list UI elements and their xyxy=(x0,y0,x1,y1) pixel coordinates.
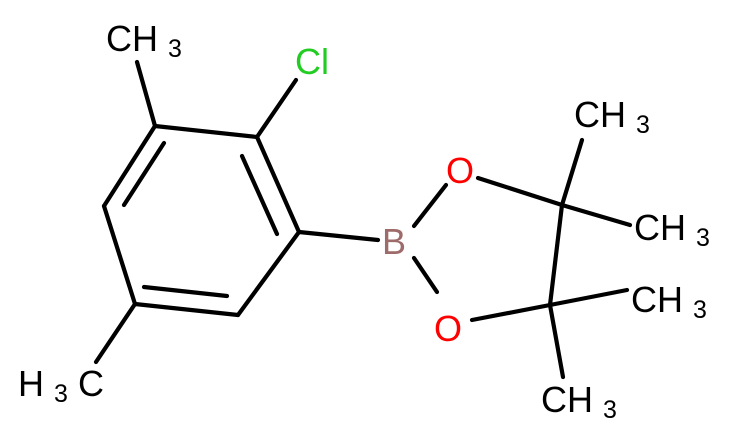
methyl-bottom-left-label: H 3 C xyxy=(18,363,104,410)
methyl-pinacol-2-subscript: 3 xyxy=(696,224,710,252)
bond-c-methyl-top xyxy=(134,59,158,129)
bond-methyl-p2 xyxy=(559,202,633,228)
bond-ring-c5-c6 xyxy=(101,123,158,209)
bond-ring-c2-c3 xyxy=(235,229,302,318)
methyl-pinacol-3-label: CH 3 xyxy=(631,279,707,324)
methyl-bottom-left-c: C xyxy=(78,363,104,404)
bond-ring-c3-c4 xyxy=(132,301,241,318)
bond-c-boron xyxy=(296,229,381,243)
methyl-pinacol-2-label: CH 3 xyxy=(634,207,710,252)
bond-ring-c1-c2-inner xyxy=(239,153,280,237)
bond-methyl-p3 xyxy=(547,287,630,308)
bond-ring-c6-c1 xyxy=(152,123,260,140)
bond-methyl-p1 xyxy=(559,137,585,208)
bond-methyl-p4 xyxy=(547,302,566,380)
methyl-pinacol-4-label: CH 3 xyxy=(541,379,617,424)
methyl-pinacol-3-main: CH xyxy=(631,279,683,320)
bond-ring-c3-c4-inner xyxy=(141,284,230,299)
chlorine-label: Cl xyxy=(295,41,329,82)
boron-label: B xyxy=(382,221,406,262)
bond-o-bottom-c xyxy=(469,302,553,323)
methyl-top-subscript: 3 xyxy=(168,35,182,63)
methyl-pinacol-1-subscript: 3 xyxy=(636,111,650,139)
methyl-bottom-left-h: H xyxy=(18,363,44,404)
bond-c-methyl-bottom xyxy=(93,301,138,365)
bond-c-c-pinacol xyxy=(547,202,565,308)
methyl-pinacol-3-subscript: 3 xyxy=(693,296,707,324)
oxygen-bottom-label: O xyxy=(434,308,462,349)
methyl-top-label: CH 3 xyxy=(106,18,182,63)
bond-ring-c1-c2 xyxy=(254,134,302,235)
oxygen-top-label: O xyxy=(446,150,474,191)
bond-ring-c5-c6-inner xyxy=(121,140,167,208)
methyl-pinacol-4-subscript: 3 xyxy=(603,396,617,424)
methyl-top-main: CH xyxy=(106,18,158,59)
bond-ring-c4-c5 xyxy=(101,203,138,307)
bond-o-top-c xyxy=(475,175,565,208)
bond-b-o-bottom xyxy=(411,255,440,295)
methyl-pinacol-1-label: CH 3 xyxy=(574,94,650,139)
methyl-pinacol-2-main: CH xyxy=(634,207,686,248)
benzene-ring xyxy=(101,123,302,318)
methyl-pinacol-4-main: CH xyxy=(541,379,593,420)
bond-b-o-top xyxy=(411,182,449,229)
methyl-bottom-left-subscript: 3 xyxy=(54,380,68,408)
bond-c-cl xyxy=(254,77,299,140)
methyl-pinacol-1-main: CH xyxy=(574,94,626,135)
